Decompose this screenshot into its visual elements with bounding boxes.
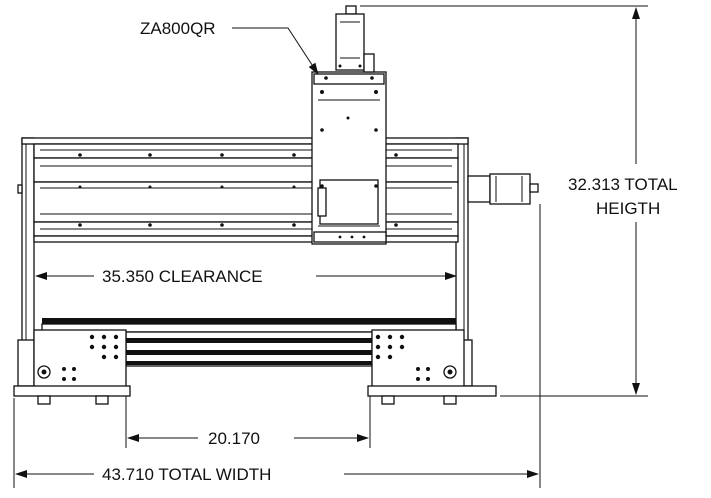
spindle-carriage — [311, 71, 387, 245]
total-height-label-line1: 32.313 TOTAL — [568, 175, 678, 194]
part-number-label: ZA800QR — [140, 19, 216, 38]
z-motor — [335, 5, 375, 73]
extension-lines — [13, 5, 648, 488]
rail-bolts — [78, 153, 398, 227]
left-frame-post — [17, 137, 35, 354]
inner-width-dimension: 20.170 — [127, 429, 369, 448]
y-motor — [467, 173, 539, 205]
inner-width-label: 20.170 — [208, 429, 260, 448]
total-width-dimension: 43.710 TOTAL WIDTH — [15, 465, 539, 484]
right-base-leg — [367, 329, 497, 405]
left-base-leg — [13, 329, 131, 405]
clearance-dimension: 35.350 CLEARANCE — [35, 267, 457, 286]
total-width-label: 43.710 TOTAL WIDTH — [102, 465, 271, 484]
table-bed — [41, 318, 457, 367]
part-number-callout: ZA800QR — [140, 19, 319, 75]
clearance-label: 35.350 CLEARANCE — [102, 267, 263, 286]
gantry-rails — [21, 137, 469, 243]
total-height-label-line2: HEIGTH — [596, 199, 660, 218]
total-height-dimension: 32.313 TOTAL HEIGTH — [568, 7, 678, 395]
